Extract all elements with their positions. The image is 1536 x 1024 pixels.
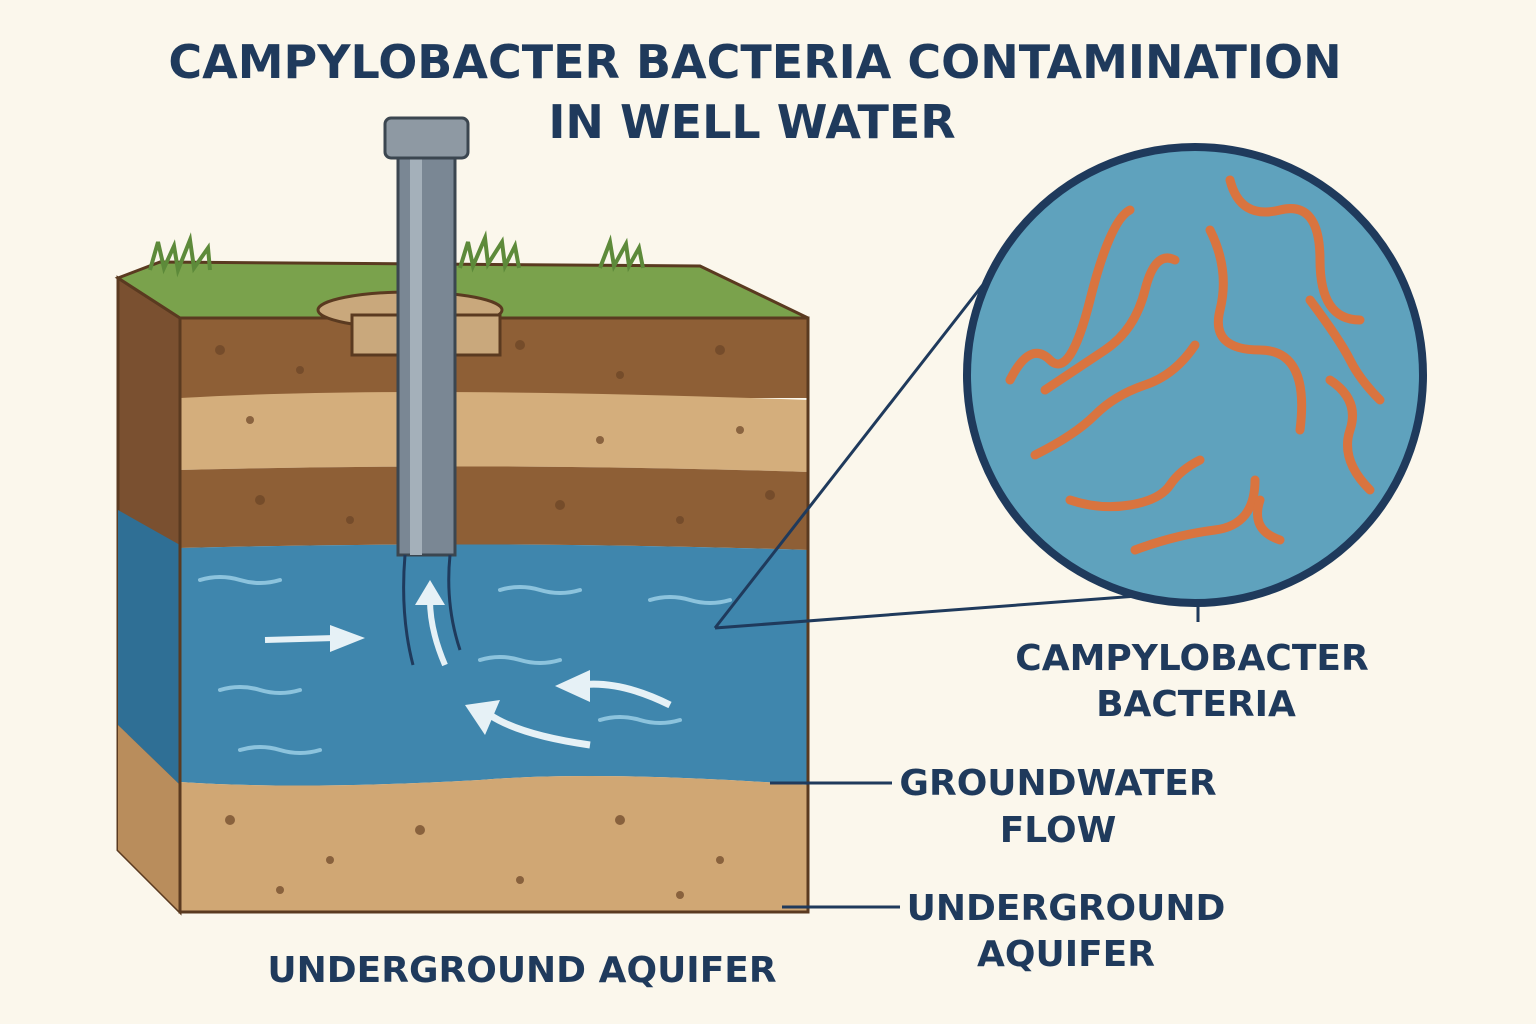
pipe-shaft [396,148,457,557]
soil-dots [215,340,775,899]
campylobacter-bacteria [1005,175,1385,555]
water-ripples [198,575,732,755]
side-aquifer [118,725,180,912]
aquifer-label-line-2: AQUIFER [977,934,1155,975]
water-intake-lines [402,554,462,666]
title-line-1: CAMPYLOBACTER BACTERIA CONTAMINATION [168,35,1341,89]
callout-line-top [713,281,987,629]
layer-clay [180,466,808,550]
bacteria-label-line-1: CAMPYLOBACTER [1015,638,1368,679]
flow-arrows [264,580,672,749]
pipe-cap [383,116,470,160]
pipe-highlight [410,150,422,555]
groundwater-label-line-1: GROUNDWATER [899,763,1216,804]
title-line-2: IN WELL WATER [548,95,955,149]
side-water [118,510,180,785]
magnified-view [713,143,1427,630]
grass-blades [148,230,645,278]
groundwater-label-line-2: FLOW [1000,810,1117,851]
magnified-circle [963,143,1427,607]
callout-line-bottom [714,593,1151,630]
layer-sand [180,391,808,472]
aquifer-label-line-1: UNDERGROUND [907,888,1226,929]
bacteria-label-line-2: BACTERIA [1096,684,1296,725]
groundwater-layer [180,544,808,786]
well-pipe [316,116,504,666]
aquifer-bottom-label: UNDERGROUND AQUIFER [267,950,776,991]
aquifer-layer [180,776,808,912]
